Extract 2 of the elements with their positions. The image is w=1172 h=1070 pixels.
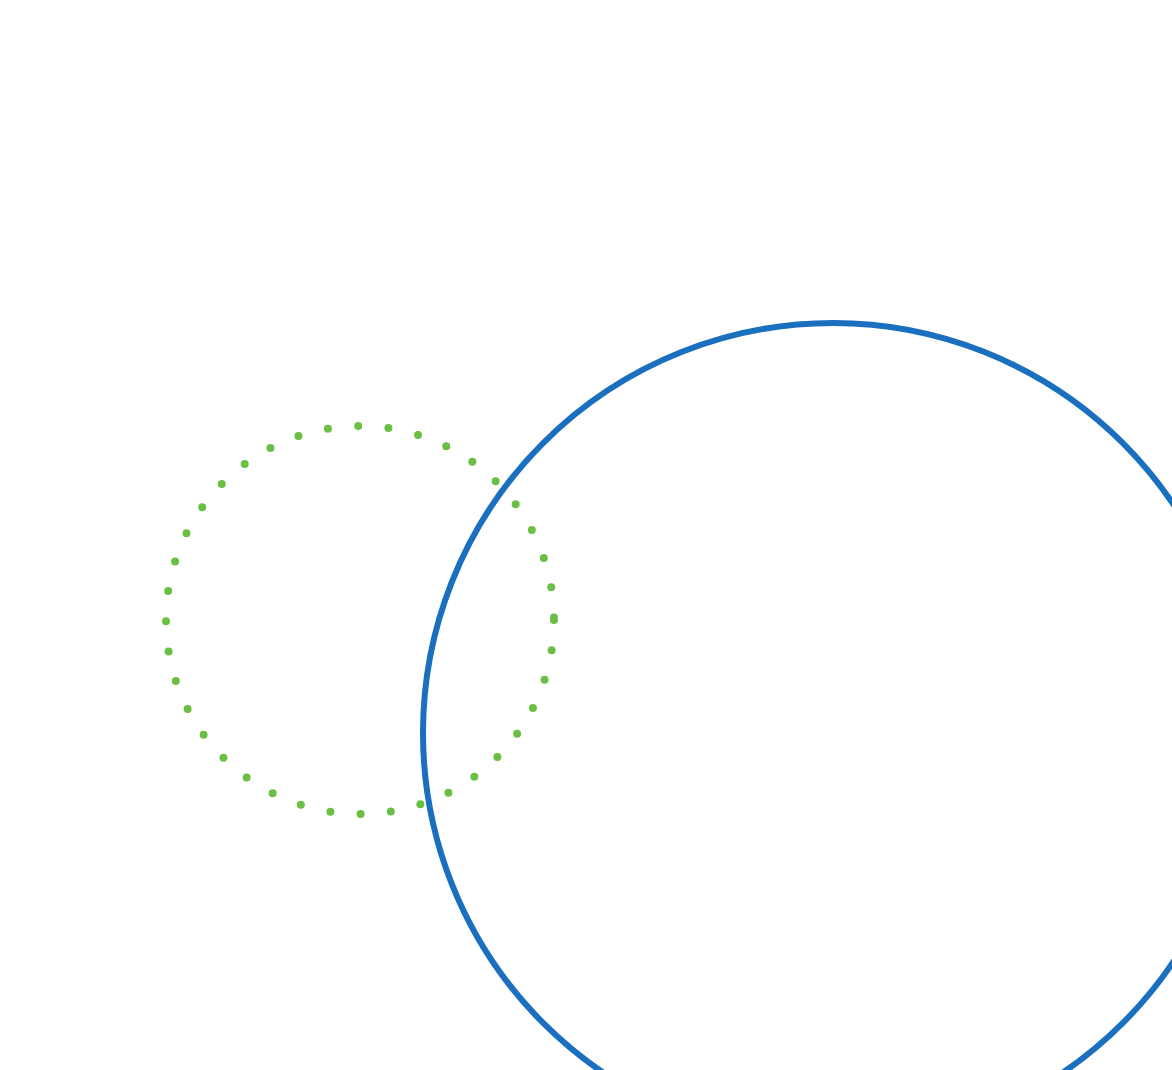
circle-outline [419,319,1172,1070]
dotted-circle [162,422,558,818]
